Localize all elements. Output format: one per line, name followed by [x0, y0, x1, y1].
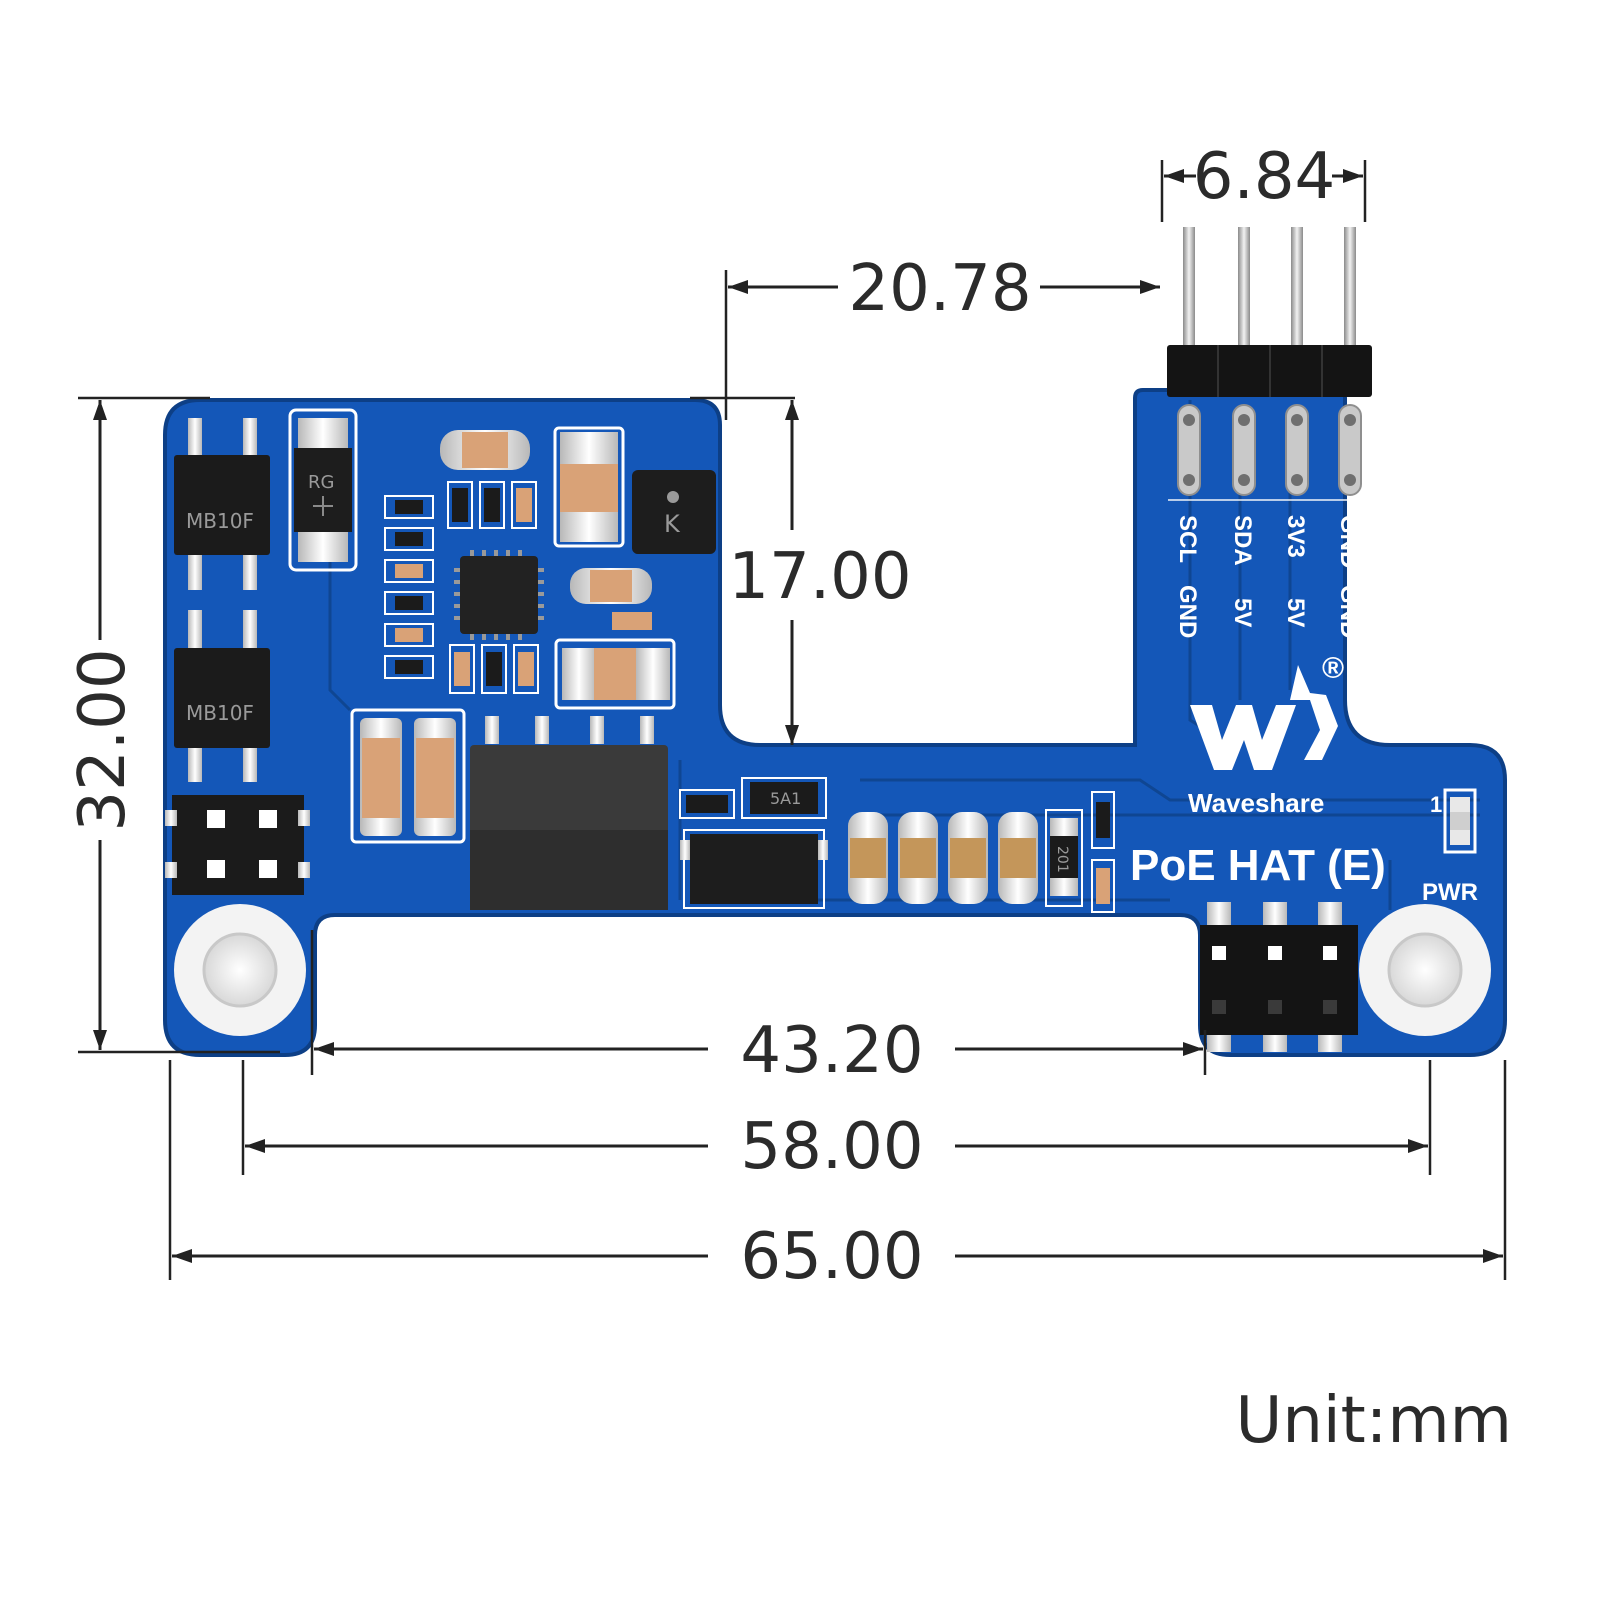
unit-label: Unit:mm	[1235, 1384, 1512, 1458]
dim-board-width: 65.00	[168, 1060, 1507, 1294]
pin-labels: SCL SDA 3V3 GND GND 5V 5V GND ®	[1174, 515, 1362, 685]
pwr-label: PWR	[1422, 879, 1478, 906]
capacitor-bulk-pair	[350, 708, 466, 844]
capacitor-top-a	[440, 430, 530, 470]
bridge-rectifier-top: MB10F	[174, 418, 270, 590]
bridge-bottom-marking: MB10F	[186, 701, 254, 725]
registered-mark: ®	[1322, 652, 1344, 685]
capacitor-small-row	[449, 644, 539, 694]
pin-header	[1167, 227, 1372, 501]
dim-inner-span: 43.20	[310, 930, 1207, 1088]
dim-board-height: 32.00	[66, 396, 280, 1054]
passive-array	[384, 481, 537, 679]
transformer	[470, 716, 668, 910]
pin-label-5v-b: 5V	[1282, 598, 1309, 627]
capacitor-mid-a	[570, 568, 652, 630]
controller-ic	[454, 550, 544, 640]
pin-one-marker: 1	[1430, 792, 1442, 817]
sot-component: 5A1	[679, 777, 827, 819]
ceramic-capacitor-row	[848, 812, 1038, 904]
tvs-diode: RG	[288, 408, 358, 572]
dim-header-offset: 20.78	[724, 252, 1160, 420]
pwr-led	[1443, 788, 1477, 854]
dim-board-height-label: 32.00	[66, 648, 140, 831]
dim-board-width-label: 65.00	[740, 1220, 923, 1294]
bottom-header	[1200, 902, 1358, 1052]
dim-inner-span-label: 43.20	[740, 1014, 923, 1088]
dim-header-offset-label: 20.78	[848, 252, 1031, 326]
product-label: PoE HAT (E)	[1130, 841, 1386, 890]
diode-marking: RG	[308, 472, 334, 493]
mosfet	[680, 829, 828, 909]
small-resistor-pair	[1091, 791, 1115, 913]
mounting-hole-left	[174, 904, 306, 1036]
capacitor-large-a	[553, 426, 625, 548]
waveshare-logo-mark	[1190, 705, 1296, 770]
mounting-hole-right	[1359, 904, 1491, 1036]
inductor-marking: K	[664, 510, 681, 538]
pin-label-3v3: 3V3	[1282, 515, 1309, 558]
bridge-rectifier-bottom: MB10F	[174, 610, 270, 782]
dim-header-pitch-label: 6.84	[1193, 140, 1336, 214]
dim-hole-spacing: 58.00	[241, 1060, 1432, 1184]
inductor: K	[632, 470, 716, 554]
pin-label-gnd-c: GND	[1335, 585, 1362, 638]
dim-notch-depth: 17.00	[690, 396, 912, 745]
waveshare-logo: Waveshare	[1188, 665, 1338, 818]
dim-hole-spacing-label: 58.00	[740, 1110, 923, 1184]
dim-notch-depth-label: 17.00	[728, 540, 911, 614]
pin-label-gnd-b: GND	[1174, 585, 1201, 638]
resistor-201: 201	[1045, 809, 1083, 907]
capacitor-mid-b	[554, 638, 676, 710]
fan-connector	[165, 795, 310, 895]
brand-label: Waveshare	[1188, 788, 1324, 818]
resistor-marking: 201	[1054, 846, 1070, 873]
sot-marking: 5A1	[770, 789, 801, 808]
pin-label-scl: SCL	[1174, 515, 1201, 563]
pin-label-5v-a: 5V	[1229, 598, 1256, 627]
dim-header-pitch: 6.84	[1160, 140, 1367, 222]
pin-label-sda: SDA	[1229, 515, 1256, 566]
bridge-top-marking: MB10F	[186, 509, 254, 533]
pin-label-gnd-a: GND	[1335, 515, 1362, 568]
